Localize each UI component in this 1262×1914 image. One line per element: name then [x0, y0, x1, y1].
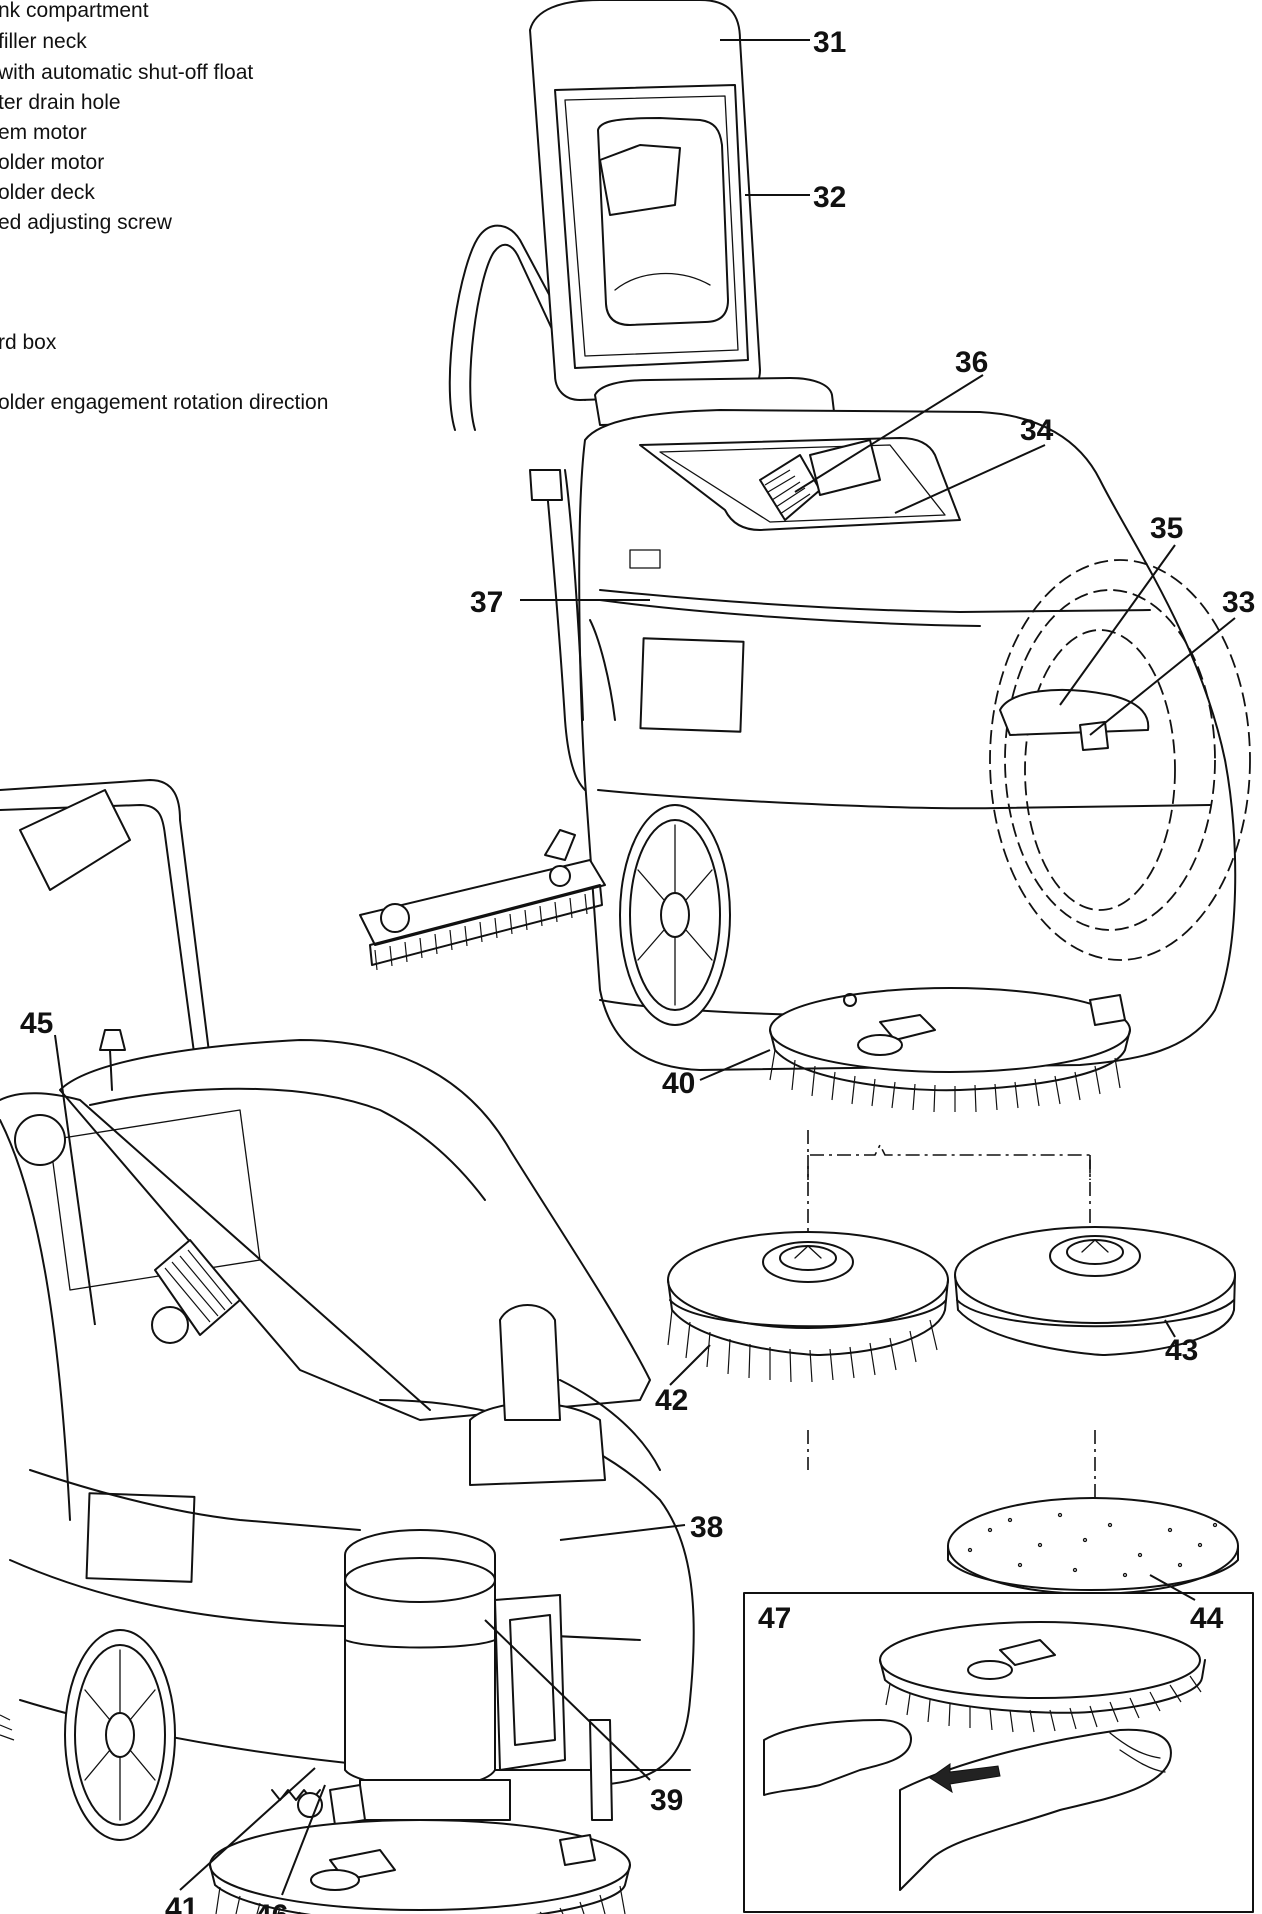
scrubber-machine-rear-view	[359, 0, 1251, 1113]
rear-wheel	[619, 804, 731, 1026]
callout-35: 35	[1150, 512, 1183, 545]
callout-39: 39	[650, 1784, 683, 1817]
callout-43: 43	[1165, 1334, 1198, 1367]
callout-41: 41	[165, 1892, 198, 1914]
scrubbing-brush	[667, 1231, 949, 1383]
legend-item-rotation-direction: older engagement rotation direction	[0, 391, 328, 414]
brush-motor	[329, 1529, 566, 1826]
legend-item-holder-deck: older deck	[0, 181, 95, 204]
front-vacuum-motor	[151, 1239, 241, 1344]
callout-34: 34	[1020, 414, 1054, 447]
legend-item-filler-neck: filler neck	[0, 30, 87, 53]
callout-47: 47	[758, 1602, 791, 1635]
callout-36: 36	[955, 346, 988, 379]
callout-31: 31	[813, 26, 846, 59]
callout-37: 37	[470, 586, 503, 619]
squeegee-assembly	[359, 829, 606, 971]
brush-holder-deck-upper	[769, 987, 1131, 1113]
legend-item-card-box: rd box	[0, 331, 57, 354]
callout-40: 40	[662, 1067, 695, 1100]
legend-item-holder-motor: older motor	[0, 151, 104, 174]
callout-38: 38	[690, 1511, 723, 1544]
detail-box-rotation	[743, 1592, 1254, 1913]
recovery-float	[469, 1304, 606, 1486]
vacuum-motor-cylinder	[759, 439, 881, 521]
front-wheel	[64, 1629, 176, 1841]
callout-42: 42	[655, 1384, 688, 1417]
parts-legend: nk compartment filler neck with automati…	[0, 0, 328, 414]
callout-44: 44	[1190, 1602, 1224, 1635]
floor-pad	[947, 1497, 1239, 1595]
scrubber-machine-front-view	[0, 779, 695, 1914]
callout-32: 32	[813, 181, 846, 214]
callout-46: 46	[255, 1899, 288, 1914]
legend-item-shut-off-float: with automatic shut-off float	[0, 61, 253, 84]
legend-item-tank-compartment: nk compartment	[0, 0, 149, 22]
brush-holder-deck-lower	[209, 1819, 631, 1914]
pad-holder	[954, 1226, 1236, 1356]
legend-item-system-motor: em motor	[0, 121, 87, 144]
legend-item-adjusting-screw: ed adjusting screw	[0, 211, 173, 234]
callout-leaders	[54, 39, 1236, 1896]
callout-45: 45	[20, 1007, 53, 1040]
float-detail-dashed	[989, 559, 1251, 961]
callout-numbers: 31 32 33 34 35 36 37 38 39 40 41 42 43 4…	[20, 26, 1255, 1914]
callout-33: 33	[1222, 586, 1255, 619]
legend-item-drain-hole: ter drain hole	[0, 91, 121, 114]
